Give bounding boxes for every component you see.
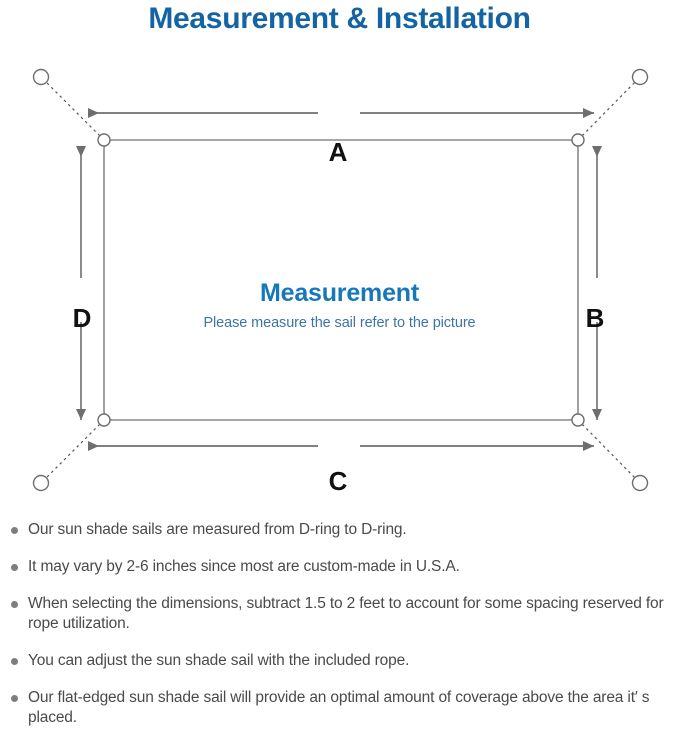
d-ring-top-right xyxy=(571,133,585,147)
sail-rectangle xyxy=(103,139,579,421)
diagram-svg xyxy=(32,68,649,492)
list-item: It may vary by 2-6 inches since most are… xyxy=(0,557,679,577)
bullet-icon xyxy=(11,564,18,571)
bullet-icon xyxy=(11,527,18,534)
bullet-icon xyxy=(11,601,18,608)
d-ring-top-left xyxy=(97,133,111,147)
dimension-label-a: A xyxy=(328,137,348,167)
list-item-text: It may vary by 2-6 inches since most are… xyxy=(28,558,460,575)
list-item-text: Our sun shade sails are measured from D-… xyxy=(28,521,407,538)
d-ring-bottom-left xyxy=(97,413,111,427)
d-ring-bottom-right xyxy=(571,413,585,427)
list-item: When selecting the dimensions, subtract … xyxy=(0,594,679,634)
dimension-label-d: D xyxy=(72,303,92,333)
bullet-icon xyxy=(11,658,18,665)
anchor-point-top-right xyxy=(631,68,649,86)
sail-measurement-diagram: Measurement Please measure the sail refe… xyxy=(0,40,679,510)
anchor-point-top-left xyxy=(32,68,50,86)
page-title: Measurement & Installation xyxy=(148,2,531,35)
rope-top-right xyxy=(577,76,641,141)
dimension-label-c: C xyxy=(328,466,348,496)
anchor-point-bottom-left xyxy=(32,474,50,492)
rope-top-left xyxy=(40,76,105,141)
list-item: You can adjust the sun shade sail with t… xyxy=(0,651,679,671)
rope-bottom-right xyxy=(577,419,641,484)
list-item-text: You can adjust the sun shade sail with t… xyxy=(28,652,410,669)
bullet-icon xyxy=(11,695,18,702)
notes-list: Our sun shade sails are measured from D-… xyxy=(0,520,679,745)
list-item-text: When selecting the dimensions, subtract … xyxy=(28,595,664,632)
list-item-text: Our flat-edged sun shade sail will provi… xyxy=(28,689,650,726)
rope-bottom-left xyxy=(40,419,105,484)
anchor-point-bottom-right xyxy=(631,474,649,492)
list-item: Our flat-edged sun shade sail will provi… xyxy=(0,688,679,728)
list-item: Our sun shade sails are measured from D-… xyxy=(0,520,679,540)
dimension-label-b: B xyxy=(585,303,605,333)
